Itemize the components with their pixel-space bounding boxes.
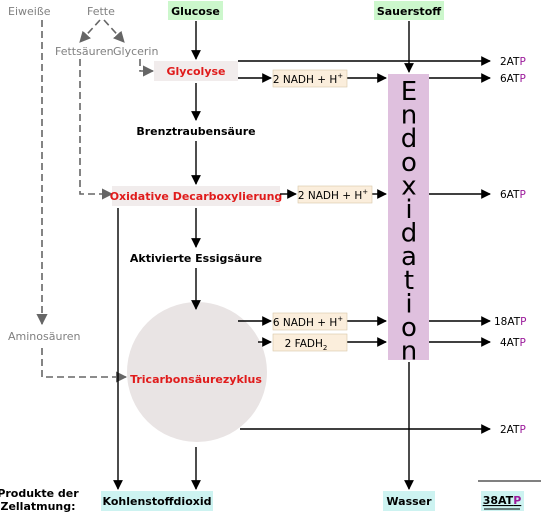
total-atp-label: 38ATP — [483, 494, 522, 507]
decarb-nadh-box — [297, 185, 373, 204]
fette-label: Fette — [87, 5, 115, 18]
total-atp-box — [481, 491, 524, 511]
products-label-line2: Zellatmung: — [0, 500, 75, 512]
products-label-line1: Produkte der — [0, 487, 79, 500]
endoxidation-letter: i — [405, 289, 412, 319]
tca-nadh-label: 6 NADH + H+ — [273, 315, 343, 329]
aminosaeuren-label: Aminosäuren — [8, 330, 80, 343]
aktivierte-essigsaeure-label: Aktivierte Essigsäure — [130, 252, 262, 265]
sauerstoff-label: Sauerstoff — [377, 5, 441, 18]
endoxidation-letter: a — [401, 242, 417, 272]
co2-box — [101, 491, 213, 511]
glucose-box — [168, 1, 223, 20]
endoxidation-letter: o — [401, 148, 417, 178]
endoxidation-letter: E — [401, 77, 417, 107]
tricarbonsaeurezyklus-label: Tricarbonsäurezyklus — [130, 373, 262, 386]
eiweisse-label: Eiweiße — [8, 5, 51, 18]
glycolyse-background — [154, 61, 238, 81]
tca-cycle-circle — [127, 302, 267, 442]
atp-glycolyse-direct-label: 2ATP — [500, 56, 526, 68]
tca-fadh-label: 2 FADH2 — [285, 338, 328, 352]
endoxidation-letter: x — [401, 171, 416, 201]
co2-label: Kohlenstoffdioxid — [103, 495, 212, 508]
decarb-nadh-label: 2 NADH + H+ — [298, 188, 368, 202]
endoxidation-letter: d — [401, 124, 418, 154]
decarb-background — [112, 186, 280, 206]
water-box — [383, 491, 435, 511]
sauerstoff-box — [374, 1, 444, 20]
oxidative-decarboxylierung-label: Oxidative Decarboxylierung — [110, 190, 283, 203]
atp-flow-arrows — [238, 56, 491, 434]
tca-fadh-box — [272, 333, 348, 352]
atp-tca-nadh-label: 18ATP — [494, 316, 527, 328]
fettsaeuren-label: Fettsäuren — [55, 45, 114, 58]
atp-glycolyse-nadh-label: 6ATP — [500, 73, 526, 85]
dashed-input-paths — [36, 19, 155, 383]
endoxidation-letter: t — [404, 266, 414, 296]
atp-tca-direct-label: 2ATP — [500, 424, 526, 436]
endoxidation-letter: n — [401, 337, 417, 367]
brenztraubensaeure-label: Brenztraubensäure — [136, 125, 255, 138]
endoxidation-letter: d — [401, 219, 418, 249]
glycolyse-label: Glycolyse — [167, 65, 226, 78]
glycolyse-nadh-box — [272, 69, 348, 88]
endoxidation-bar — [388, 74, 429, 360]
endoxidation-letter: o — [401, 313, 417, 343]
atp-tca-fadh-label: 4ATP — [500, 337, 526, 349]
endoxidation-letter: i — [405, 195, 412, 225]
glycerin-label: Glycerin — [113, 45, 158, 58]
main-flow-arrows — [113, 21, 414, 490]
tca-nadh-box — [272, 312, 348, 331]
atp-decarb-label: 6ATP — [500, 189, 526, 201]
glucose-label: Glucose — [171, 5, 220, 18]
glycolyse-nadh-label: 2 NADH + H+ — [273, 72, 343, 86]
water-label: Wasser — [386, 495, 432, 508]
endoxidation-letter: n — [401, 101, 417, 131]
